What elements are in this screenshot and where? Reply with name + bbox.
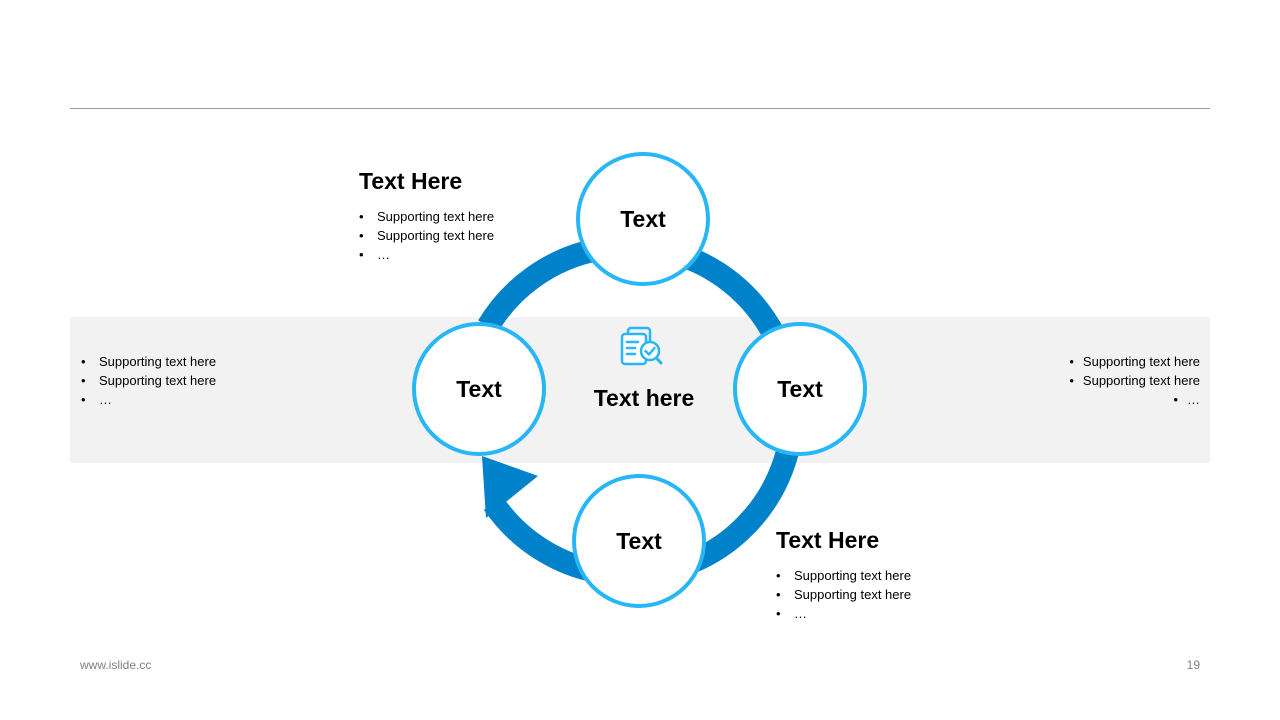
- node-top-label: Text: [620, 205, 666, 232]
- top-text-block: Text Here Supporting text here Supportin…: [359, 168, 494, 264]
- center-title: Text here: [593, 385, 695, 411]
- bottom-block-title: Text Here: [776, 527, 880, 553]
- bottom-text-block: Text Here Supporting text here Supportin…: [776, 527, 911, 623]
- node-right[interactable]: Text: [733, 322, 867, 456]
- node-bottom-label: Text: [616, 527, 662, 554]
- left-text-block: Supporting text here Supporting text her…: [81, 352, 216, 409]
- right-text-block: Supporting text here Supporting text her…: [1069, 352, 1200, 409]
- cycle-arrowhead-icon: [482, 456, 538, 518]
- bullet-item: …: [359, 245, 494, 264]
- node-top[interactable]: Text: [576, 152, 710, 286]
- node-bottom[interactable]: Text: [572, 474, 706, 608]
- top-block-title: Text Here: [359, 168, 463, 194]
- footer-website[interactable]: www.islide.cc: [80, 658, 152, 672]
- node-left[interactable]: Text: [412, 322, 546, 456]
- bullet-item: Supporting text here: [776, 585, 911, 604]
- bottom-block-bullets: Supporting text here Supporting text her…: [776, 566, 911, 623]
- page-number: 19: [1186, 658, 1200, 672]
- bullet-item: …: [81, 390, 216, 409]
- bullet-item: Supporting text here: [359, 226, 494, 245]
- header-divider: [70, 108, 1210, 109]
- bullet-item: …: [776, 604, 911, 623]
- left-block-bullets: Supporting text here Supporting text her…: [81, 352, 216, 409]
- document-search-icon: [620, 326, 663, 366]
- top-block-bullets: Supporting text here Supporting text her…: [359, 207, 494, 264]
- bullet-item: Supporting text here: [1069, 352, 1200, 371]
- bullet-item: …: [1069, 390, 1200, 409]
- bullet-item: Supporting text here: [81, 352, 216, 371]
- node-right-label: Text: [777, 375, 823, 402]
- right-block-bullets: Supporting text here Supporting text her…: [1069, 352, 1200, 409]
- bullet-item: Supporting text here: [359, 207, 494, 226]
- bullet-item: Supporting text here: [1069, 371, 1200, 390]
- bullet-item: Supporting text here: [81, 371, 216, 390]
- bullet-item: Supporting text here: [776, 566, 911, 585]
- center-hub: Text here: [572, 325, 716, 412]
- node-left-label: Text: [456, 375, 502, 402]
